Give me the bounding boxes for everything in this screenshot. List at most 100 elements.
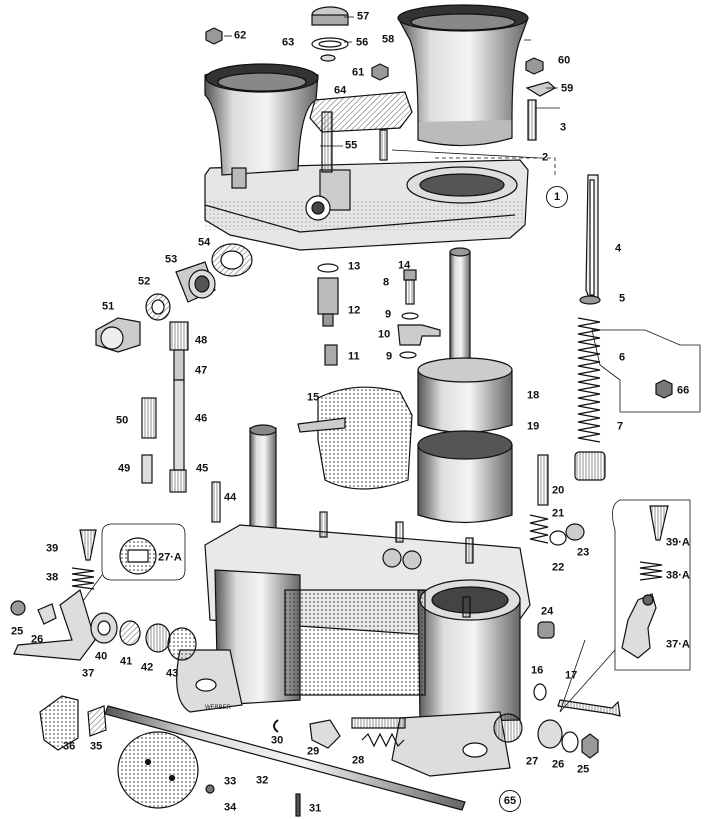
callout-33: 33 [224,775,237,788]
screw-14 [403,269,417,281]
callout-20: 20 [552,484,565,497]
callout-34: 34 [224,801,237,814]
callout-54: 54 [198,236,211,249]
callout-63: 63 [282,36,295,49]
spring-28 [361,732,405,748]
callout-25b: 25 [577,763,590,776]
callout-61: 61 [352,66,365,79]
callout-8: 8 [383,276,390,289]
washer-42 [145,623,171,653]
callout-31: 31 [309,802,322,815]
center-section [284,589,426,696]
spring-35 [87,705,107,737]
main-body-group [176,424,531,777]
mid-parts-group [95,243,585,639]
callout-32: 32 [256,774,269,787]
callout-62: 62 [234,29,247,42]
washer-41 [119,620,141,646]
callout-45: 45 [196,462,209,475]
callout-18: 18 [527,389,540,402]
callout-15: 15 [307,391,320,404]
callout-27a: 27·A [158,551,182,564]
spring-6 [577,317,601,443]
callout-19: 19 [527,420,540,433]
pin-31 [295,793,301,817]
callout-6: 6 [619,351,626,364]
cap-23 [565,523,585,541]
callout-27b: 27 [526,755,539,768]
washer-26a [37,603,57,625]
jet-11 [324,344,338,366]
washer-9a [401,312,419,320]
callout-22: 22 [552,561,565,574]
callout-13: 13 [348,260,361,273]
callout-39a: 39·A [666,536,690,549]
callout-60: 60 [558,54,571,67]
callout-30: 30 [271,734,284,747]
screw-20 [537,454,549,506]
callout-41: 41 [120,655,133,668]
cam-36 [39,695,79,751]
callout-37a: 37·A [666,638,690,651]
linkage-group [10,529,466,817]
callout-49: 49 [118,462,131,475]
pin-49 [141,454,153,484]
callout-65: 65 [499,790,521,812]
gasket-64 [309,91,413,133]
nut-66 [655,379,673,399]
callout-29: 29 [307,745,320,758]
callout-7: 7 [617,420,624,433]
callout-56: 56 [356,36,369,49]
callout-28: 28 [352,754,365,767]
callout-14: 14 [398,259,411,272]
callout-58: 58 [382,33,395,46]
callout-3: 3 [560,121,567,134]
nut-45 [169,469,187,493]
callout-2: 2 [542,151,549,164]
spring-21 [529,514,549,544]
bearing-43 [167,627,197,661]
callout-16: 16 [531,664,544,677]
piston-19 [417,444,513,524]
callout-55: 55 [345,139,358,152]
callout-25a: 25 [11,625,24,638]
screw-33 [205,784,215,794]
callout-50: 50 [116,414,129,427]
callout-51: 51 [102,300,115,313]
clip-30 [273,719,279,733]
callout-57: 57 [357,10,370,23]
nut-61 [371,63,389,81]
callout-38: 38 [46,571,59,584]
callout-66: 66 [677,384,690,397]
top-cover-group [204,4,557,251]
callout-9b: 9 [386,350,393,363]
nut-60 [525,57,544,75]
callout-4: 4 [615,242,622,255]
spring-38 [71,567,95,590]
callout-43: 43 [166,667,179,680]
callout-52: 52 [138,275,151,288]
screw-17 [557,699,621,717]
throttle-shaft-32 [104,705,466,811]
nut-25a [10,600,26,616]
callout-46: 46 [195,412,208,425]
callout-48: 48 [195,334,208,347]
fitting-10 [397,324,441,346]
leader-lines [79,16,701,713]
right-base [391,711,511,777]
jet-12 [317,277,339,315]
callout-39: 39 [46,542,59,555]
disc-27b [537,719,563,749]
callout-59: 59 [561,82,574,95]
callout-26a: 26 [31,633,44,646]
callout-24: 24 [541,605,554,618]
callout-42: 42 [141,661,154,674]
right-small-parts-group [533,505,669,759]
lever-37 [13,589,96,661]
nut-25b [581,733,599,759]
shaft-47 [173,349,185,381]
callout-40: 40 [95,650,108,663]
callout-11: 11 [348,350,360,363]
callout-53: 53 [165,253,178,266]
